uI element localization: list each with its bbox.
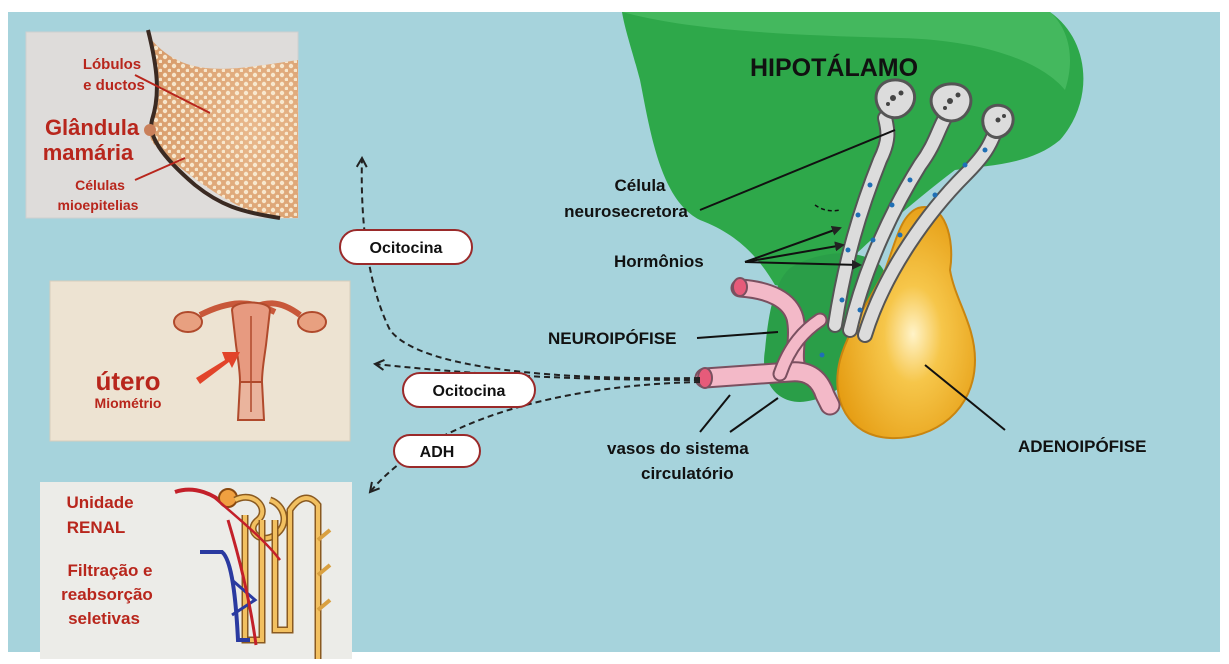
label-filtracao-line2: reabsorção <box>61 585 153 604</box>
panel-unidade-renal: Unidade RENAL Filtração e reabsorção sel… <box>40 482 352 659</box>
label-lobulos-line2: e ductos <box>83 77 145 94</box>
label-celula-line2: neurosecretora <box>564 202 688 221</box>
label-glandula-line1: Glândula <box>45 115 140 140</box>
tag-ocitocina-mama: Ocitocina <box>340 230 472 264</box>
label-celulas-line2: mioepitelias <box>58 197 139 213</box>
label-unidade-line1: Unidade <box>66 493 133 512</box>
label-glandula-line2: mamária <box>43 140 134 165</box>
label-adenoipofise: ADENOIPÓFISE <box>1018 437 1146 456</box>
tag-ocitocina-utero-label: Ocitocina <box>433 383 506 400</box>
label-miometrio: Miométrio <box>95 395 162 411</box>
panel-utero: útero Miométrio <box>50 281 350 441</box>
tag-adh: ADH <box>394 435 480 467</box>
label-unidade-line2: RENAL <box>67 518 126 537</box>
label-filtracao-line3: seletivas <box>68 609 140 628</box>
tag-adh-label: ADH <box>420 444 455 461</box>
label-hormonios: Hormônios <box>614 252 704 271</box>
label-vasos-line1: vasos do sistema <box>607 439 749 458</box>
label-hipotalamo: HIPOTÁLAMO <box>750 53 918 82</box>
panel-glandula-mamaria: Lóbulos e ductos Glândula mamária Célula… <box>26 30 298 218</box>
label-celulas-line1: Células <box>75 177 125 193</box>
label-lobulos-line1: Lóbulos <box>83 56 141 73</box>
label-celula-line1: Célula <box>614 176 666 195</box>
label-utero: útero <box>96 366 161 396</box>
label-vasos-line2: circulatório <box>641 464 734 483</box>
label-neuroipofise: NEUROIPÓFISE <box>548 329 676 348</box>
tag-ocitocina-utero: Ocitocina <box>403 373 535 407</box>
label-filtracao-line1: Filtração e <box>67 561 152 580</box>
tag-ocitocina-mama-label: Ocitocina <box>370 240 443 257</box>
